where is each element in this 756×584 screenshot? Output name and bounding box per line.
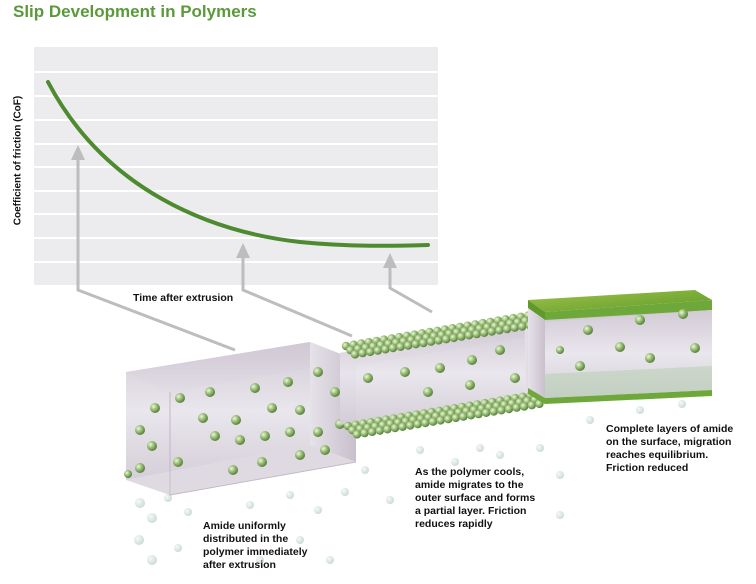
amide-bead xyxy=(352,430,362,439)
pointer-arrowheads xyxy=(71,145,397,268)
stage3-caption: Complete layers of amide on the surface,… xyxy=(606,423,734,474)
stage1-beads xyxy=(124,367,345,478)
figure-title: Slip Development in Polymers xyxy=(13,2,257,21)
amide-bead xyxy=(411,340,420,349)
cof-curve xyxy=(46,80,430,248)
amide-bead xyxy=(383,425,392,434)
amide-bead xyxy=(442,335,451,344)
amide-bead xyxy=(398,422,407,431)
amide-bead xyxy=(489,407,498,416)
amide-bead xyxy=(396,342,405,351)
amide-bead xyxy=(368,427,377,437)
amide-bead xyxy=(444,415,453,424)
amide-bead xyxy=(451,413,460,423)
ghost-beads xyxy=(134,400,686,565)
amide-bead xyxy=(472,329,481,339)
stage2-caption: As the polymer cools, amide migrates to … xyxy=(415,466,536,530)
amide-bead xyxy=(464,331,474,340)
amide-bead xyxy=(388,343,398,353)
amide-bead xyxy=(457,332,466,341)
amide-bead xyxy=(518,322,527,331)
amide-bead xyxy=(421,418,430,428)
amide-bead xyxy=(495,326,504,335)
amide-bead xyxy=(381,345,390,354)
amide-bead xyxy=(406,421,415,430)
amide-bead xyxy=(390,423,400,433)
amide-bead xyxy=(413,420,422,429)
amide-bead xyxy=(436,416,445,425)
amide-bead xyxy=(502,324,512,334)
amide-bead xyxy=(497,406,506,415)
y-axis-label: Coefficient of friction (CoF) xyxy=(12,95,24,226)
stage1-caption: Amide uniformly distributed in the polym… xyxy=(203,520,308,571)
stage-pointers xyxy=(76,160,433,352)
amide-bead xyxy=(527,401,536,410)
x-axis-label: Time after extrusion xyxy=(133,292,234,304)
amide-bead xyxy=(520,402,529,411)
stage3-beads xyxy=(556,309,700,371)
amide-bead xyxy=(449,333,458,343)
amide-bead xyxy=(480,328,489,337)
amide-bead xyxy=(434,336,443,345)
amide-bead xyxy=(404,341,413,350)
stage1-block xyxy=(126,342,357,496)
amide-bead xyxy=(373,346,382,355)
stage2-bottom-bead-layer xyxy=(343,391,544,439)
amide-bead xyxy=(482,408,491,417)
stage2-inner-beads xyxy=(363,345,520,397)
amide-bead xyxy=(504,404,514,414)
amide-bead xyxy=(358,348,367,358)
amide-bead xyxy=(375,426,384,435)
amide-bead xyxy=(512,403,521,412)
amide-bead xyxy=(426,337,436,346)
amide-bead xyxy=(360,428,369,438)
amide-bead xyxy=(474,409,483,419)
chart-plot-area xyxy=(34,47,438,285)
stage2-top-bead-layer xyxy=(341,311,542,359)
amide-bead xyxy=(459,412,468,421)
amide-bead xyxy=(510,323,519,332)
amide-bead xyxy=(419,338,428,348)
amide-bead xyxy=(350,350,360,359)
amide-bead xyxy=(366,347,375,357)
amide-bead xyxy=(487,327,496,336)
amide-bead xyxy=(466,411,476,420)
amide-bead xyxy=(428,417,438,426)
